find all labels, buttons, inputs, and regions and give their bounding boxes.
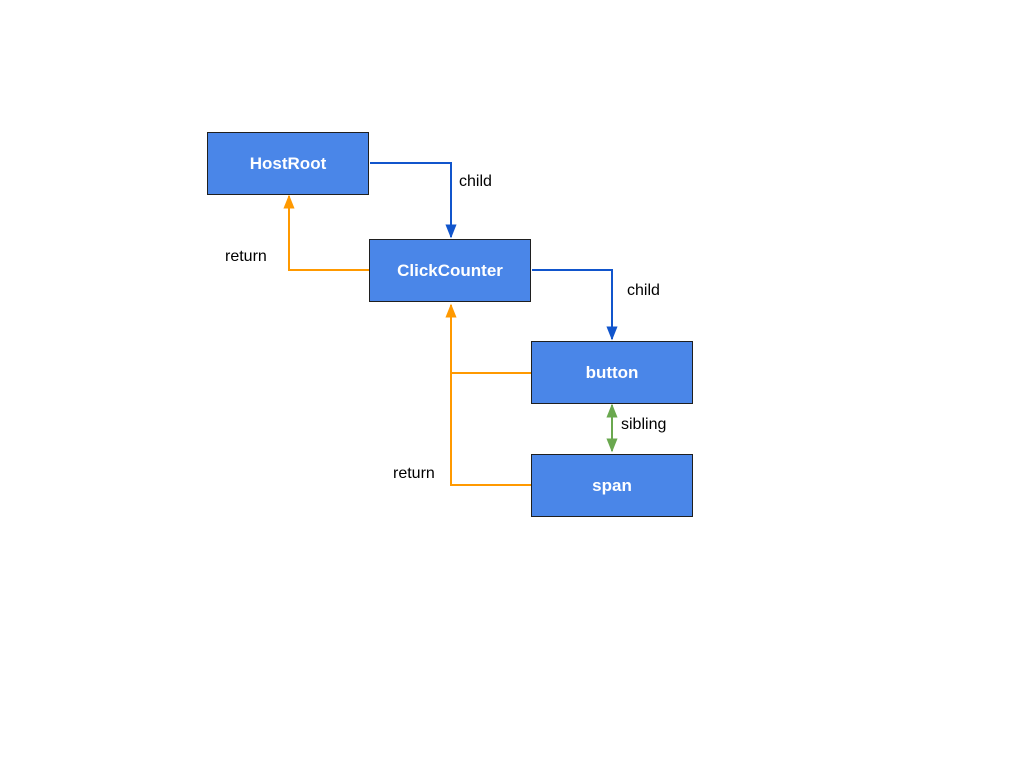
node-button-label: button	[585, 362, 639, 382]
edge-label-child-1: child	[459, 173, 492, 190]
return-edge-span-clickcounter	[450, 373, 531, 486]
return-edge-clickcounter-hostroot	[283, 194, 369, 271]
node-span: span	[531, 454, 693, 517]
edge-label-child-2: child	[627, 282, 660, 299]
return-edge-button-clickcounter	[445, 303, 531, 374]
node-clickcounter: ClickCounter	[369, 239, 531, 302]
node-clickcounter-label: ClickCounter	[397, 260, 503, 280]
child-edge-clickcounter-button	[532, 269, 618, 341]
edge-label-return-2: return	[393, 465, 435, 482]
node-hostroot-label: HostRoot	[249, 153, 327, 173]
child-edge-hostroot-clickcounter	[370, 162, 457, 239]
node-span-label: span	[592, 475, 632, 495]
edge-label-sibling: sibling	[621, 416, 667, 433]
edge-label-return-1: return	[225, 248, 267, 265]
node-button: button	[531, 341, 693, 404]
node-hostroot: HostRoot	[207, 132, 369, 195]
